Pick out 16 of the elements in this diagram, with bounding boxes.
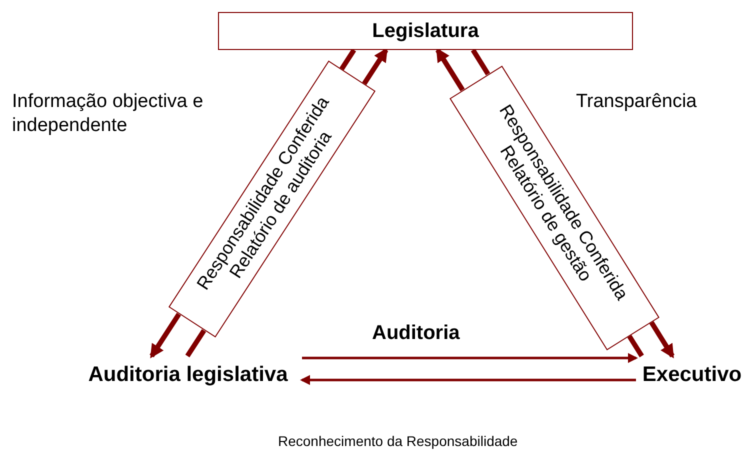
connector-line: [339, 48, 356, 71]
annotation-text: Reconhecimento da Responsabilidade: [278, 433, 519, 450]
arrow: [649, 320, 675, 358]
connector-line: [627, 334, 644, 358]
annotation-text: Informação objectiva e independente: [12, 90, 204, 138]
entity-label: Auditoria legislativa: [74, 356, 302, 394]
arrow: [150, 312, 181, 358]
node-title: Legislatura: [372, 20, 479, 42]
connector-line: [185, 329, 206, 358]
arrow: [302, 353, 638, 363]
arrow: [300, 375, 636, 385]
entity-label: Executivo: [636, 356, 748, 394]
connector-line: [470, 48, 490, 76]
arrow: [435, 48, 465, 92]
legislature-box: [218, 12, 633, 50]
arrow: [362, 48, 388, 86]
